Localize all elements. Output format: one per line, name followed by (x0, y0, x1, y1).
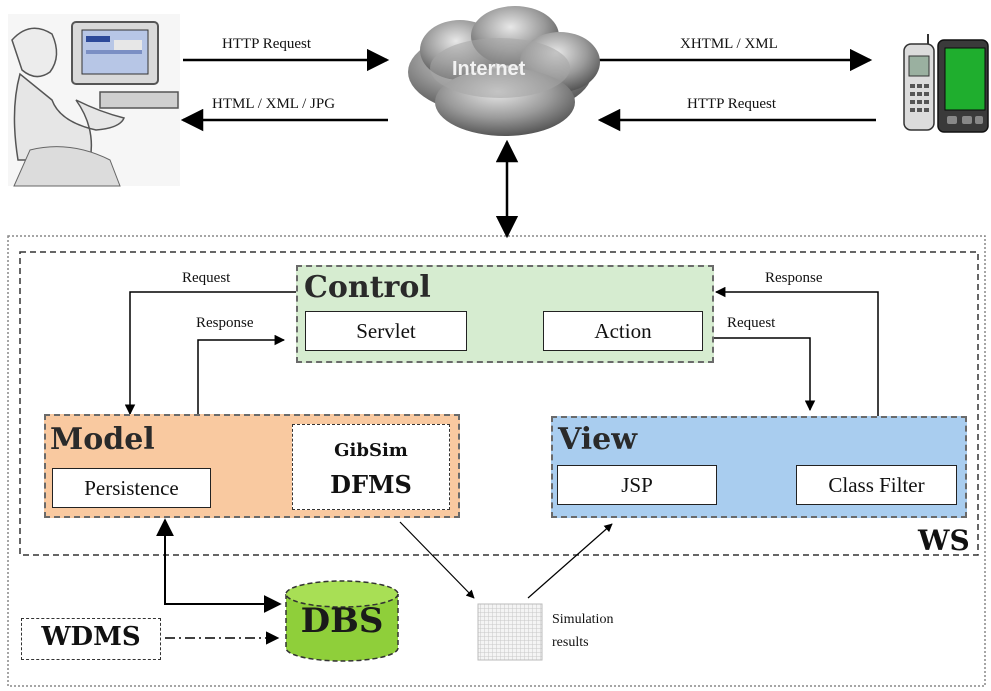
response-arrow-from-view (714, 286, 879, 416)
view-title: View (558, 422, 638, 457)
simulation-label-line2: results (552, 635, 589, 650)
ws-label: WS (918, 524, 970, 557)
request-arrow-to-view (714, 337, 816, 412)
request-arrow-to-model (124, 291, 296, 416)
request-right-label: Request (727, 315, 776, 331)
xhtml-xml-label: XHTML / XML (680, 36, 778, 52)
workstation-user-icon (8, 14, 180, 187)
simulation-label-line1: Simulation (552, 612, 614, 627)
response-right-label: Response (765, 270, 823, 286)
mobile-devices-icon (903, 34, 989, 133)
request-left-label: Request (182, 270, 231, 286)
internet-cloud-icon (408, 6, 600, 136)
model-sim-arrow (399, 521, 475, 599)
action-box: Action (543, 311, 703, 351)
gibsim-dfms-box (292, 424, 450, 510)
persistence-box: Persistence (52, 468, 211, 508)
dbs-cylinder-icon (285, 580, 399, 662)
class-filter-box: Class Filter (796, 465, 957, 505)
http-request-left-label: HTTP Request (222, 36, 312, 52)
simulation-results-thumbnail (477, 603, 543, 661)
servlet-box: Servlet (305, 311, 467, 351)
control-title: Control (304, 270, 431, 305)
ws-frame (19, 251, 979, 556)
internet-label: Internet (452, 58, 526, 80)
wdms-label: WDMS (41, 622, 141, 652)
http-request-right-label: HTTP Request (687, 96, 777, 112)
response-left-label: Response (196, 315, 254, 331)
dfms-label: DFMS (330, 470, 412, 499)
model-title: Model (50, 422, 155, 457)
response-arrow-to-control (197, 334, 286, 414)
dbs-label: DBS (300, 601, 384, 641)
gibsim-label: GibSim (334, 440, 408, 461)
model-dbs-arrow (156, 518, 282, 613)
sim-view-arrow (527, 523, 613, 599)
wdms-box (21, 618, 161, 660)
html-xml-jpg-label: HTML / XML / JPG (212, 96, 336, 112)
jsp-box: JSP (557, 465, 717, 505)
